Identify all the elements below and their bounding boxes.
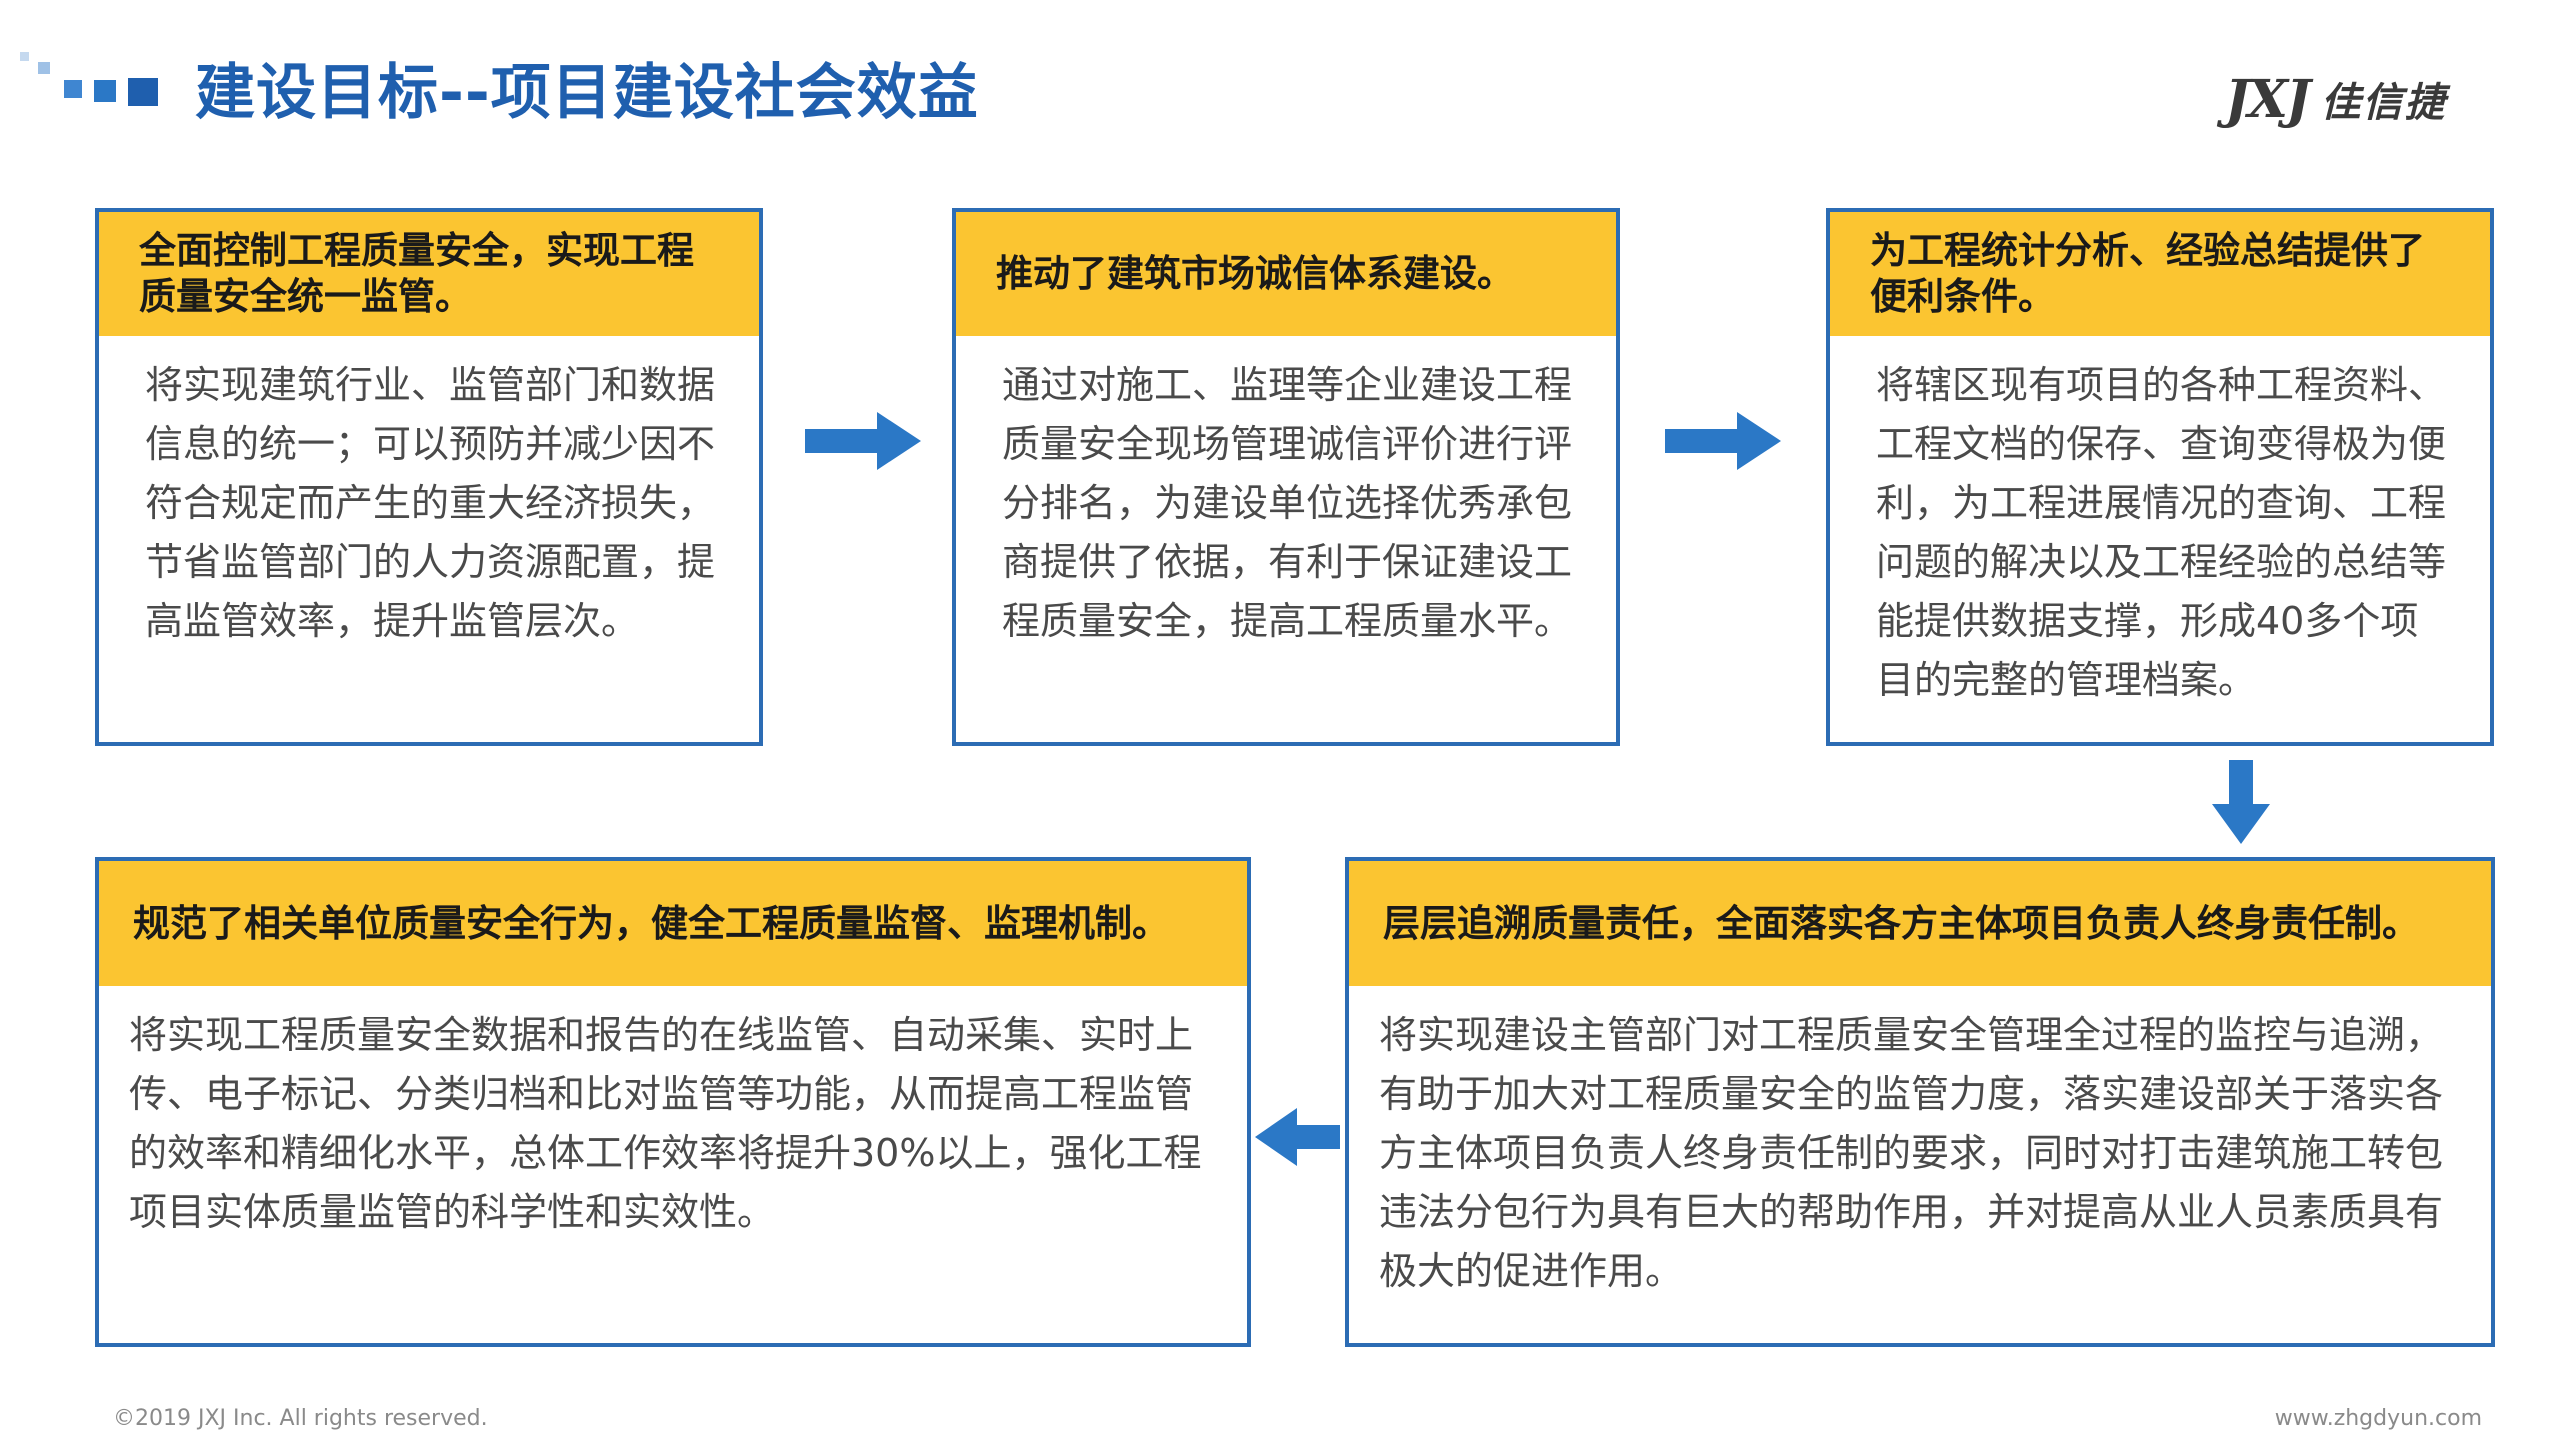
arrow-right-icon xyxy=(1665,412,1781,470)
logo-text: 佳信捷 xyxy=(2320,80,2447,126)
card-body-text: 将辖区现有项目的各种工程资料、工程文档的保存、查询变得极为便利，为工程进展情况的… xyxy=(1876,363,2447,702)
footer-website: www.zhgdyun.com xyxy=(2274,1406,2482,1431)
card-heading: 推动了建筑市场诚信体系建设。 xyxy=(956,212,1616,336)
card-heading: 为工程统计分析、经验总结提供了便利条件。 xyxy=(1830,212,2490,336)
card-heading: 层层追溯质量责任，全面落实各方主体项目负责人终身责任制。 xyxy=(1349,861,2491,986)
card-body-text: 将实现建筑行业、监管部门和数据信息的统一；可以预防并减少因不符合规定而产生的重大… xyxy=(145,363,716,643)
benefit-card-statistics-analysis: 为工程统计分析、经验总结提供了便利条件。 将辖区现有项目的各种工程资料、工程文档… xyxy=(1826,208,2494,746)
card-body-text: 将实现建设主管部门对工程质量安全管理全过程的监控与追溯，有助于加大对工程质量安全… xyxy=(1379,1013,2444,1293)
card-body-text: 将实现工程质量安全数据和报告的在线监管、自动采集、实时上传、电子标记、分类归档和… xyxy=(129,1013,1202,1234)
page-title: 建设目标--项目建设社会效益 xyxy=(195,58,979,128)
card-body-text: 通过对施工、监理等企业建设工程质量安全现场管理诚信评价进行评分排名，为建设单位选… xyxy=(1002,363,1573,643)
arrow-left-icon xyxy=(1255,1108,1340,1166)
card-heading: 规范了相关单位质量安全行为，健全工程质量监督、监理机制。 xyxy=(99,861,1247,986)
benefit-card-credit-system: 推动了建筑市场诚信体系建设。 通过对施工、监理等企业建设工程质量安全现场管理诚信… xyxy=(952,208,1620,746)
logo-mark: JXJ xyxy=(2225,68,2311,130)
benefit-card-regulate-behavior: 规范了相关单位质量安全行为，健全工程质量监督、监理机制。 将实现工程质量安全数据… xyxy=(95,857,1251,1347)
company-logo: JXJ 佳信捷 xyxy=(2225,64,2447,134)
benefit-card-unified-supervision: 全面控制工程质量安全，实现工程质量安全统一监管。 将实现建筑行业、监管部门和数据… xyxy=(95,208,763,746)
footer-copyright: ©2019 JXJ Inc. All rights reserved. xyxy=(113,1406,488,1431)
benefit-card-responsibility-tracing: 层层追溯质量责任，全面落实各方主体项目负责人终身责任制。 将实现建设主管部门对工… xyxy=(1345,857,2495,1347)
card-heading: 全面控制工程质量安全，实现工程质量安全统一监管。 xyxy=(99,212,759,336)
decorative-squares-icon xyxy=(20,52,158,106)
arrow-down-icon xyxy=(2212,760,2270,844)
arrow-right-icon xyxy=(805,412,921,470)
